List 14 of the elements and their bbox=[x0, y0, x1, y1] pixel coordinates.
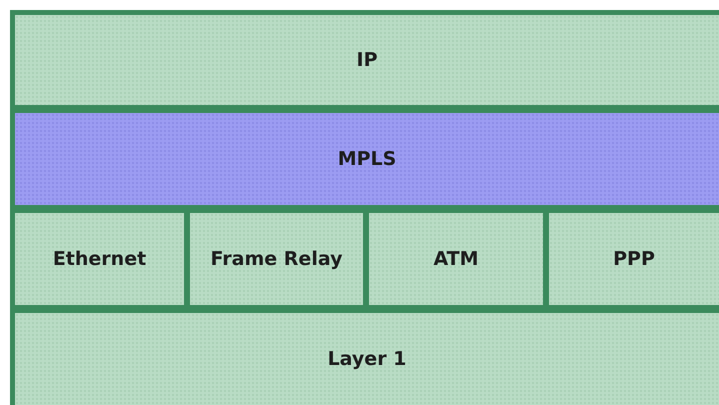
layer-label: Ethernet bbox=[52, 248, 146, 270]
layer-label: MPLS bbox=[338, 148, 396, 170]
layer-label: ATM bbox=[433, 248, 479, 270]
layer-label: Frame Relay bbox=[210, 248, 342, 270]
layer-box bbox=[15, 213, 184, 305]
layer-label: IP bbox=[356, 49, 378, 71]
layer-box bbox=[369, 213, 543, 305]
layer-label: PPP bbox=[613, 248, 655, 270]
layer-box bbox=[15, 15, 719, 105]
layer-box bbox=[549, 213, 719, 305]
layer-box bbox=[15, 113, 719, 205]
layer-box bbox=[190, 213, 363, 305]
layer-box bbox=[15, 313, 719, 405]
layer-label: Layer 1 bbox=[328, 348, 406, 370]
